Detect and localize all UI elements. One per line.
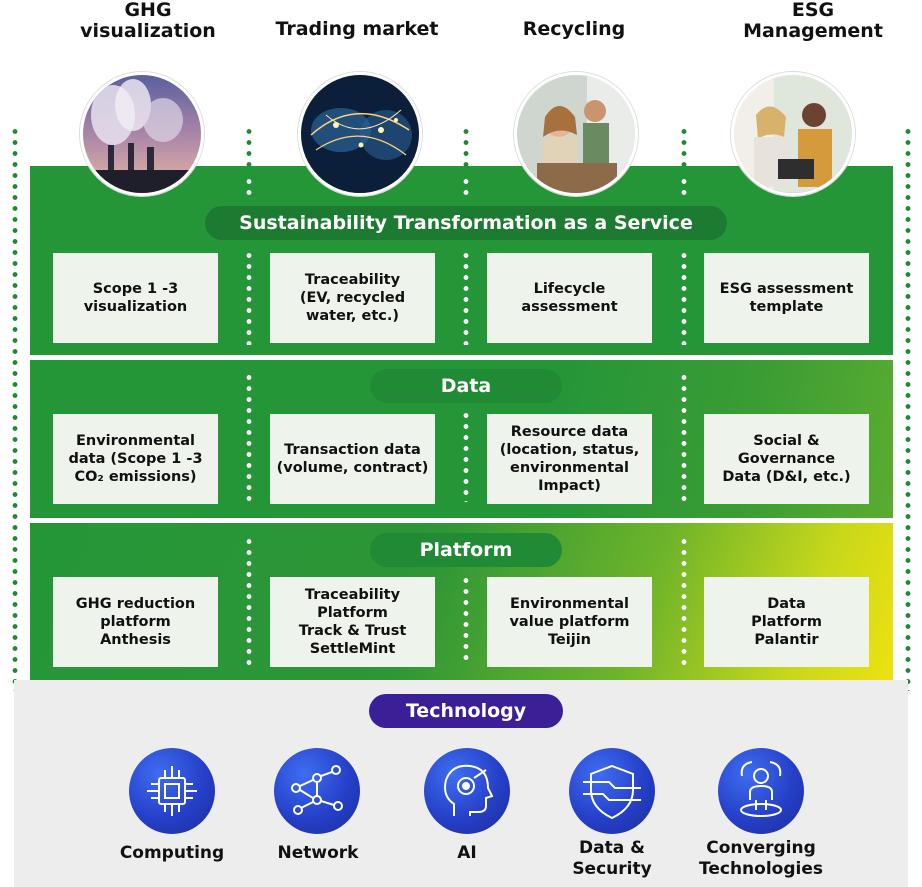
card-traceability-platform: Traceability Platform Track & Trust Sett…: [270, 577, 435, 667]
divider-3-data: [681, 372, 687, 502]
column-title-trading: Trading market: [275, 18, 439, 40]
ai-head-icon: [424, 748, 510, 834]
divider-2-top: [463, 126, 469, 166]
divider-1-service: [246, 176, 252, 200]
data-title-pill: Data: [370, 369, 562, 403]
divider-2-data: [463, 410, 469, 502]
divider-2-platform: [463, 575, 469, 666]
recycling-people-photo: [514, 72, 638, 196]
column-title-ghg: GHG visualization: [80, 0, 216, 42]
network-icon: [274, 748, 360, 834]
divider-3-service-b: [681, 250, 687, 345]
world-network-photo: [298, 72, 422, 196]
card-environmental-data: Environmental data (Scope 1 -3 CO₂ emiss…: [53, 414, 218, 504]
tech-label-ai: AI: [457, 843, 477, 863]
service-title-pill: Sustainability Transformation as a Servi…: [205, 206, 727, 240]
card-environmental-value-platform: Environmental value platform Teijin: [487, 577, 652, 667]
shield-icon: [569, 748, 655, 834]
divider-2-service-b: [463, 250, 469, 345]
divider-1-top: [246, 126, 252, 166]
divider-3-platform: [681, 536, 687, 666]
card-scope-visualization: Scope 1 -3 visualization: [53, 253, 218, 343]
office-meeting-photo: [731, 72, 855, 196]
divider-1-platform: [246, 536, 252, 666]
card-traceability: Traceability (EV, recycled water, etc.): [270, 253, 435, 343]
divider-1-data: [246, 372, 252, 502]
divider-3-top: [681, 126, 687, 166]
factory-smoke-photo: [80, 72, 204, 196]
card-transaction-data: Transaction data (volume, contract): [270, 414, 435, 504]
card-esg-template: ESG assessment template: [704, 253, 869, 343]
divider-3-service: [681, 176, 687, 200]
tech-label-network: Network: [277, 843, 359, 863]
tech-label-converging: Converging Technologies: [699, 838, 823, 879]
divider-2-service: [463, 176, 469, 200]
tech-label-computing: Computing: [119, 843, 225, 863]
outer-right-divider: [905, 126, 911, 691]
divider-1-service-b: [246, 250, 252, 345]
card-lifecycle: Lifecycle assessment: [487, 253, 652, 343]
column-title-recycling: Recycling: [522, 18, 626, 40]
platform-title-pill: Platform: [370, 533, 562, 567]
card-social-governance-data: Social & Governance Data (D&I, etc.): [704, 414, 869, 504]
card-data-platform: Data Platform Palantir: [704, 577, 869, 667]
person-circle-icon: [718, 748, 804, 834]
chip-icon: [129, 748, 215, 834]
card-resource-data: Resource data (location, status, environ…: [487, 414, 652, 504]
technology-title-pill: Technology: [369, 694, 563, 728]
tech-label-data-security: Data & Security: [572, 838, 652, 879]
outer-left-divider: [12, 126, 18, 691]
card-ghg-platform: GHG reduction platform Anthesis: [53, 577, 218, 667]
column-title-esg: ESG Management: [743, 0, 883, 42]
